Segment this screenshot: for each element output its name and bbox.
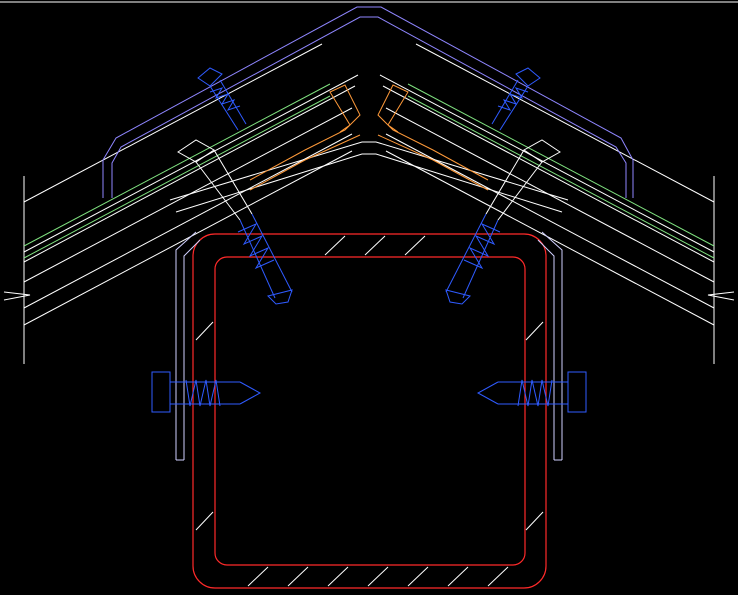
roof-panel-right: [379, 43, 735, 364]
roof-panel-left: [3, 43, 359, 364]
panel-screw-left: [237, 213, 293, 305]
stitch-screw-left: [197, 67, 247, 131]
panel-screw-right: [445, 213, 501, 305]
panel-screw-washer-left: [177, 139, 253, 221]
panel-seal-left: [249, 84, 361, 191]
panel-seal-right: [377, 84, 489, 191]
panel-screw-washer-right: [485, 139, 561, 221]
square-tube-purlin: [192, 233, 547, 589]
membrane-left: [23, 83, 331, 259]
membrane-right: [407, 83, 715, 259]
ridge-cap-flashing: [102, 6, 634, 198]
bracket-screw-right: [476, 371, 587, 413]
stitch-screw-right: [491, 67, 541, 131]
purlin-hatch: [195, 235, 544, 587]
side-bracket-left: [175, 231, 201, 461]
bracket-screw-left: [151, 371, 262, 413]
side-bracket-right: [537, 231, 563, 461]
